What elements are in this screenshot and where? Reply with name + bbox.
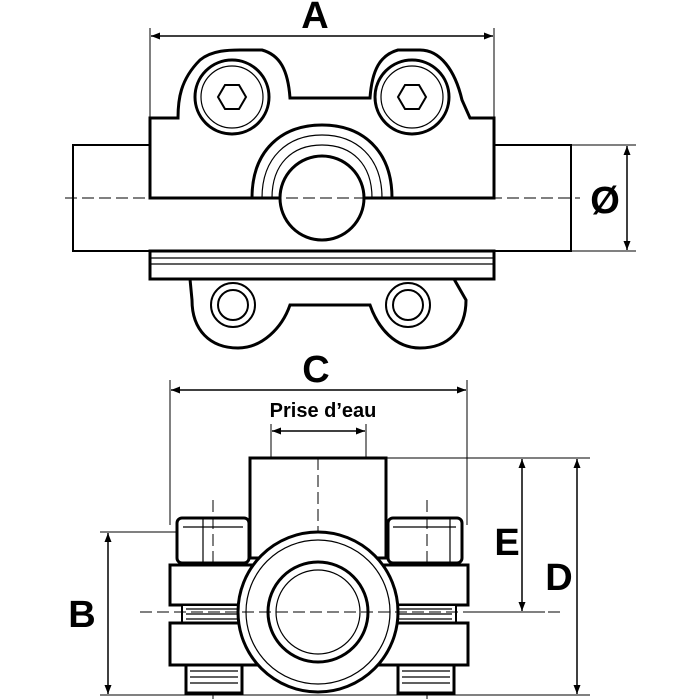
label-tap: Prise d’eau xyxy=(270,400,377,422)
top-view: A Ø xyxy=(65,0,636,350)
label-diameter: Ø xyxy=(590,180,620,222)
hex-socket-right xyxy=(396,84,428,110)
label-e: E xyxy=(494,522,519,564)
clamp-lower-band xyxy=(148,249,496,281)
label-c: C xyxy=(302,349,329,391)
nut-right-side xyxy=(396,663,456,695)
label-b: B xyxy=(68,594,95,636)
side-view: C Prise d’eau xyxy=(68,349,590,700)
hex-socket-left xyxy=(216,84,248,110)
label-a: A xyxy=(301,0,328,37)
nut-left-side xyxy=(184,663,244,695)
bolt-head-right-side xyxy=(386,516,464,565)
label-d: D xyxy=(545,557,572,599)
